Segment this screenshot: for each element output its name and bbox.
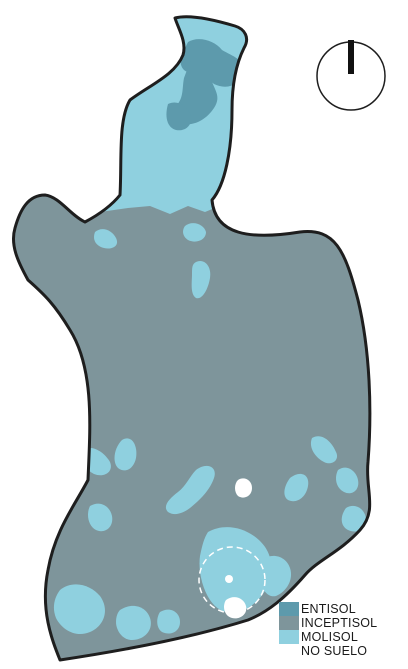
legend-label: MOLISOL xyxy=(301,630,358,644)
legend-label: INCEPTISOL xyxy=(301,616,378,630)
region-border xyxy=(12,15,372,662)
region-no-soil-3 xyxy=(225,575,233,583)
legend-item-molisol: MOLISOL xyxy=(279,630,404,644)
region-entisol-north-1 xyxy=(180,39,245,87)
region-molisol-1 xyxy=(94,229,118,249)
legend-swatch-no-suelo xyxy=(279,644,299,658)
legend-item-entisol: ENTISOL xyxy=(279,602,404,616)
legend-item-no-suelo: NO SUELO xyxy=(279,644,404,658)
region-molisol-south xyxy=(199,527,272,613)
region-molisol-10 xyxy=(341,505,366,532)
legend-swatch-molisol xyxy=(279,630,299,644)
region-molisol-5 xyxy=(114,438,137,471)
region-entisol-north-3 xyxy=(166,102,192,131)
region-inceptisol xyxy=(13,16,370,661)
region-molisol-s xyxy=(116,605,151,640)
north-arrow-icon xyxy=(316,40,386,111)
region-molisol-9 xyxy=(336,467,359,494)
region-no-soil-1 xyxy=(235,478,252,498)
region-molisol-8 xyxy=(310,436,338,464)
legend-label: NO SUELO xyxy=(301,644,368,658)
region-molisol-11 xyxy=(88,503,113,532)
region-molisol-3 xyxy=(191,260,211,299)
region-molisol-sw xyxy=(53,584,105,635)
legend-label: ENTISOL xyxy=(301,602,356,616)
region-molisol-7 xyxy=(284,473,309,502)
region-molisol-south-2 xyxy=(258,555,292,597)
region-molisol-s2 xyxy=(157,609,180,634)
legend-swatch-inceptisol xyxy=(279,616,299,630)
legend: ENTISOL INCEPTISOL MOLISOL NO SUELO xyxy=(279,602,404,658)
region-molisol-2 xyxy=(183,223,206,242)
dashed-area-marker xyxy=(198,546,266,614)
region-molisol-6 xyxy=(165,465,215,515)
legend-swatch-entisol xyxy=(279,602,299,616)
legend-item-inceptisol: INCEPTISOL xyxy=(279,616,404,630)
